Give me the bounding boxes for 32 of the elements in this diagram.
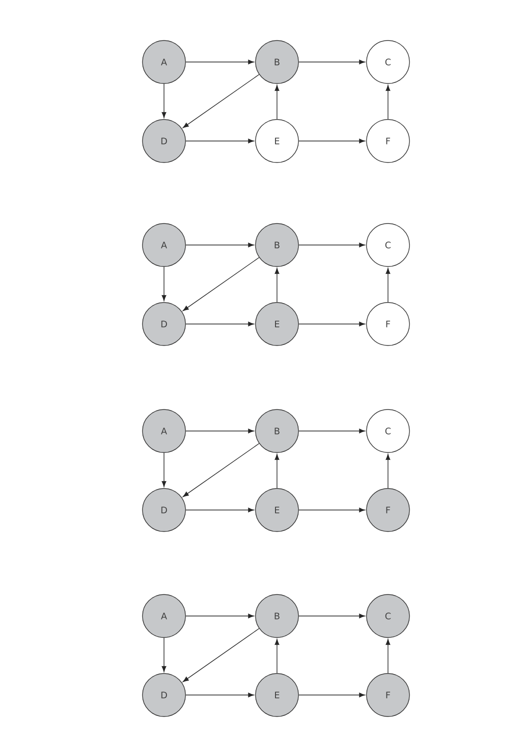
arrow [186,60,254,64]
arrow [182,74,260,128]
arrow [162,266,166,301]
arrow [182,257,260,311]
arrow [298,60,365,64]
arrow [298,692,365,698]
arrow [274,268,280,302]
arrow [182,443,260,497]
arrow [298,428,365,434]
arrow [274,454,280,488]
arrow [298,508,365,512]
arrow [386,268,390,302]
arrow [186,138,254,144]
arrow [298,614,365,618]
arrow [386,85,390,120]
arrow [182,628,260,682]
arrow [274,85,280,120]
arrow [298,138,365,144]
arrow [274,639,280,674]
arrow [186,692,254,698]
arrow [186,428,254,434]
arrow [298,242,365,248]
arrow [186,242,254,248]
arrow [386,454,390,488]
arrow [186,614,254,618]
arrow [386,639,390,674]
arrow [162,84,166,118]
arrow [186,508,254,512]
arrow [298,322,365,326]
arrow [162,452,166,487]
arrow [186,322,254,326]
arrow [162,638,166,672]
